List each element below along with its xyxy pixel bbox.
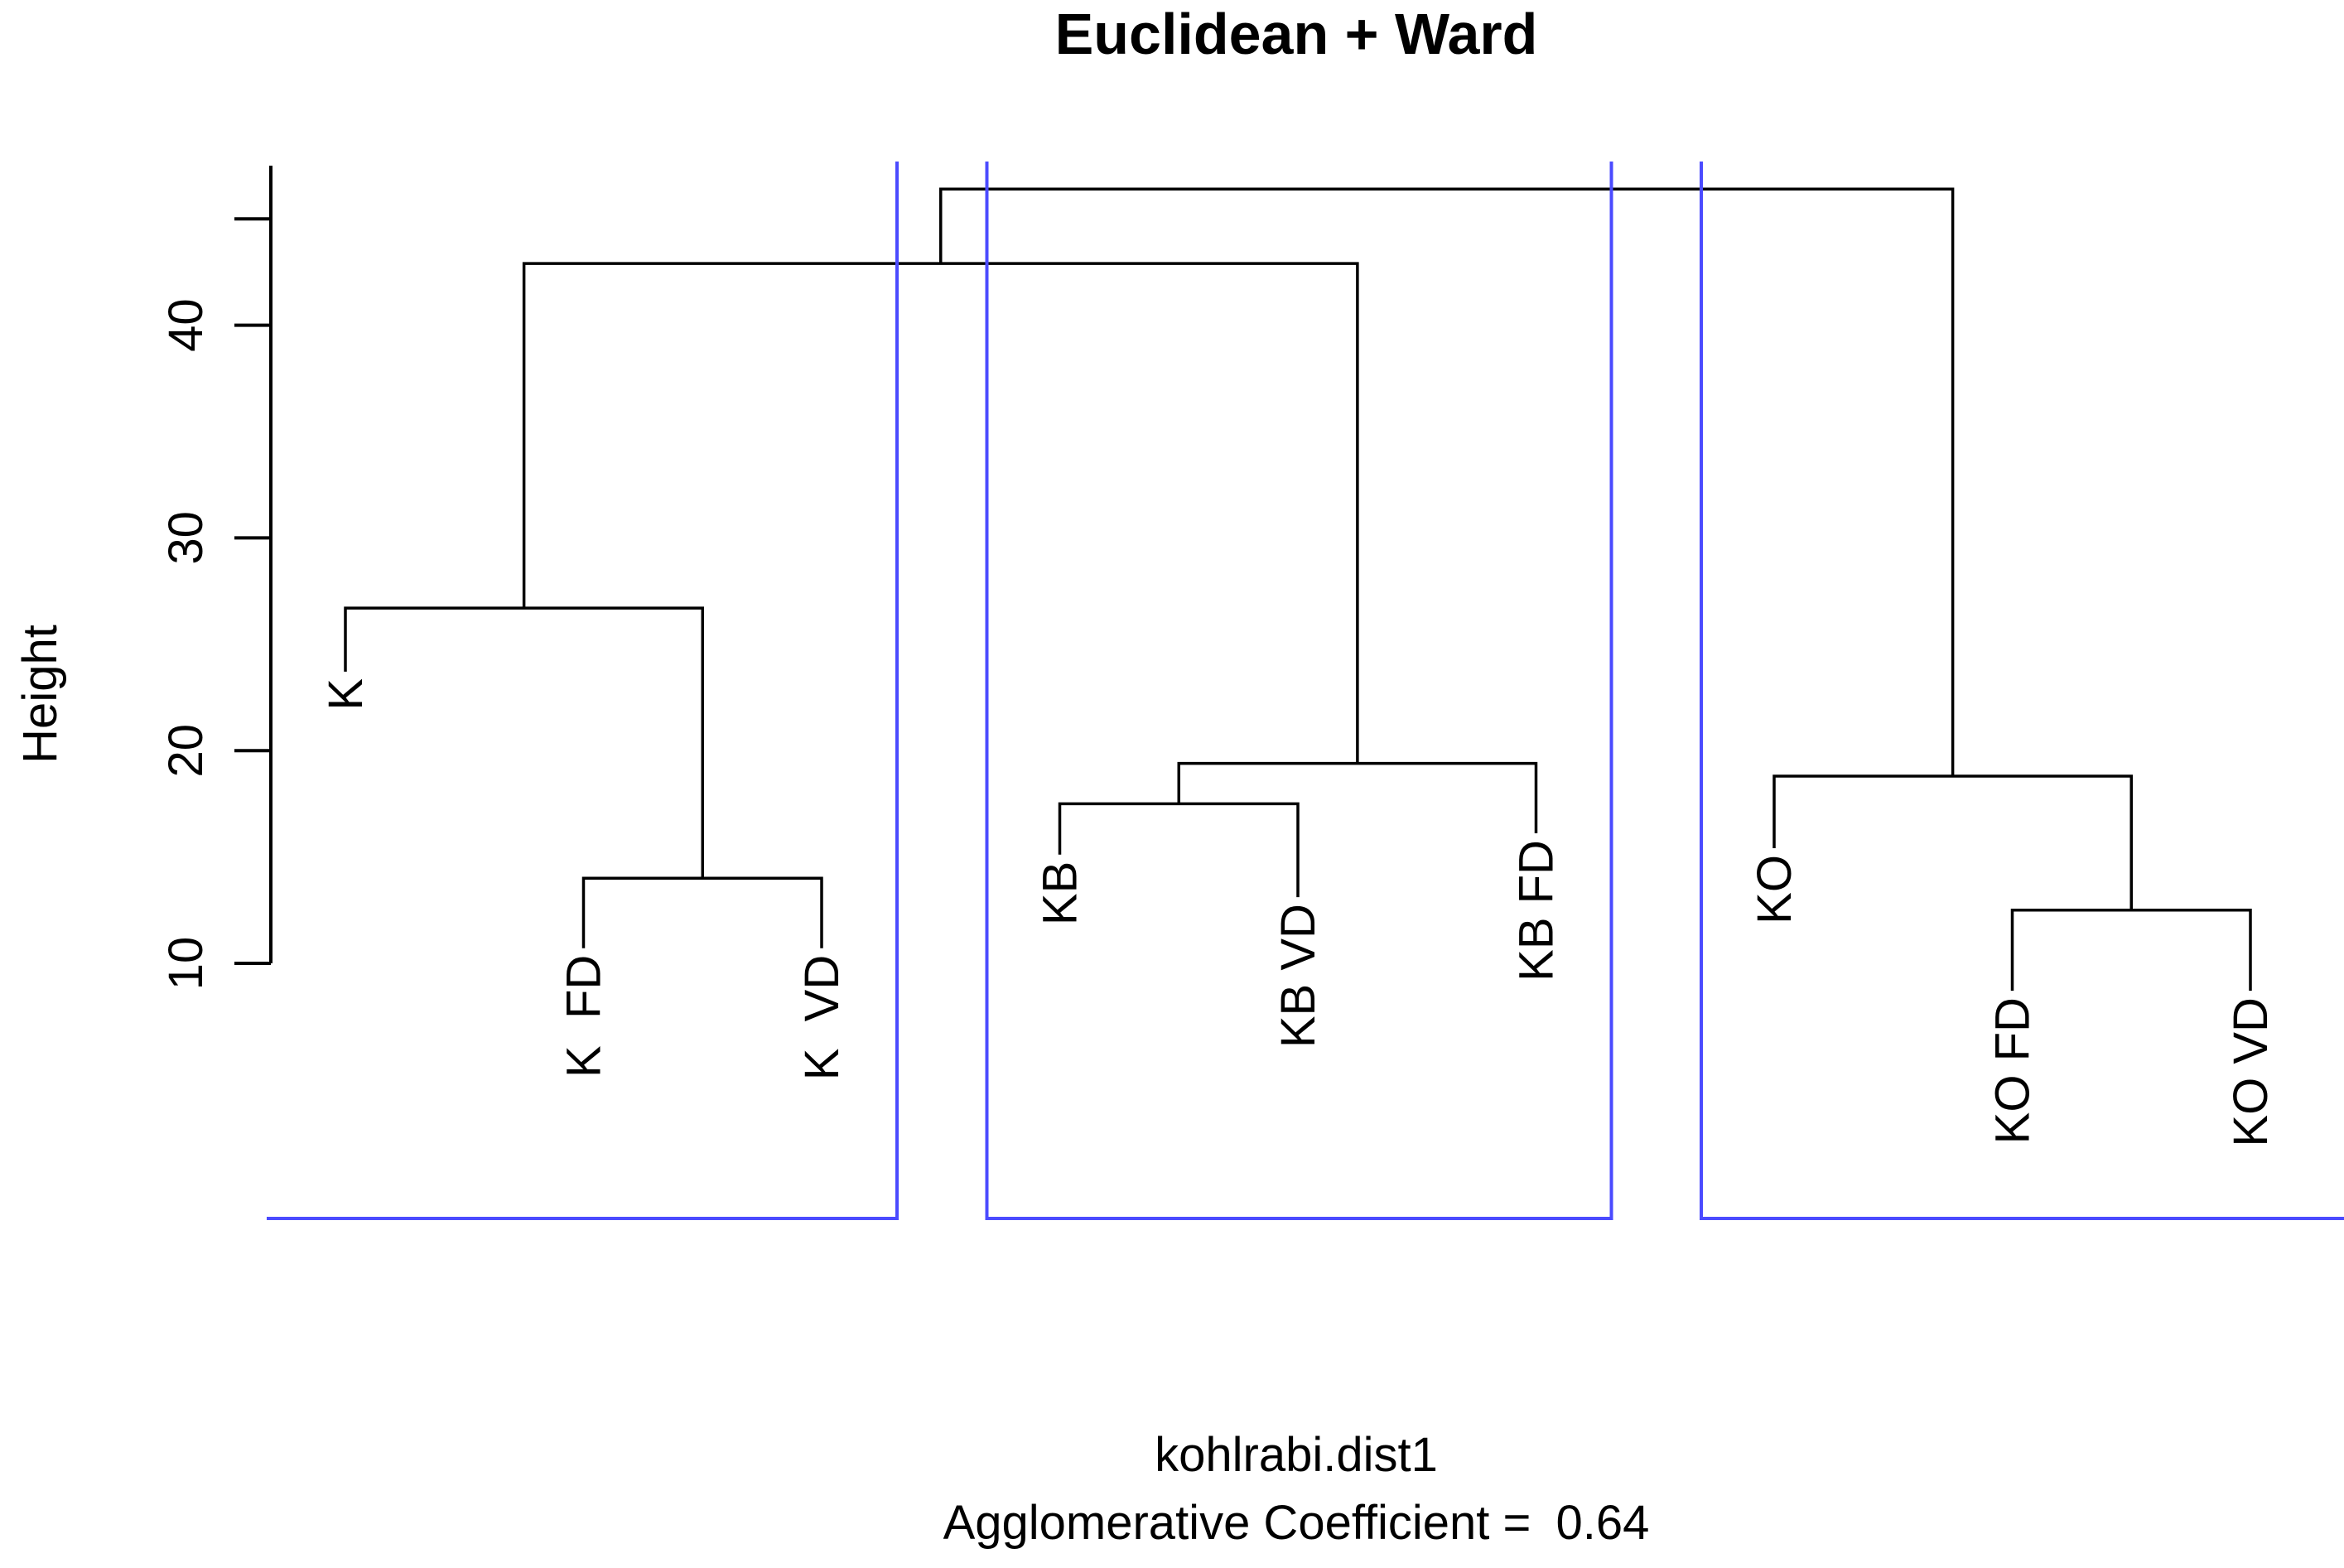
agglomerative-coefficient-value: 0.64 [1556, 1496, 1650, 1550]
dendrogram-link [581, 876, 823, 948]
y-tick-label: 10 [159, 937, 213, 991]
leaf-label: KO [1748, 855, 1801, 924]
leaf-label: KO VD [2224, 997, 2278, 1147]
leaf-label: K FD [557, 955, 611, 1078]
dendrogram-link [1772, 774, 2133, 910]
leaf-label: KB VD [1271, 904, 1325, 1048]
leaf-label: K VD [795, 955, 849, 1081]
chart-title: Euclidean + Ward [1055, 2, 1538, 66]
y-tick-label: 30 [159, 511, 213, 565]
y-axis-title: Height [13, 625, 67, 764]
agglomerative-coefficient-label: Agglomerative Coefficient = [943, 1496, 1545, 1550]
cluster-box [985, 162, 1613, 1220]
leaf-label: KB FD [1510, 840, 1564, 982]
leaf-label: K [319, 678, 373, 711]
x-axis-title: kohlrabi.dist1 [1155, 1428, 1438, 1482]
y-axis: 10 20 30 40 [159, 166, 273, 991]
dendrogram-link [344, 606, 704, 879]
y-tick-label: 40 [159, 298, 213, 352]
dendrogram-link [939, 187, 1955, 777]
agglomerative-coefficient: Agglomerative Coefficient = 0.64 [943, 1496, 1650, 1550]
y-tick-label: 20 [159, 724, 213, 778]
cluster-boxes [267, 162, 2344, 1220]
leaf-label: KB [1034, 861, 1088, 925]
dendrogram-link [1058, 802, 1300, 898]
dendrogram-link [522, 262, 1359, 764]
cluster-box [1700, 162, 2344, 1220]
dendrogram-link [1177, 761, 1538, 834]
cluster-box [267, 162, 899, 1220]
dendrogram-links [344, 187, 2252, 991]
leaf-labels: K K FD K VD KB KB VD KB FD KO KO FD KO VD [319, 678, 2278, 1147]
dendrogram-link [2010, 909, 2252, 991]
leaf-label: KO FD [1986, 997, 2040, 1144]
